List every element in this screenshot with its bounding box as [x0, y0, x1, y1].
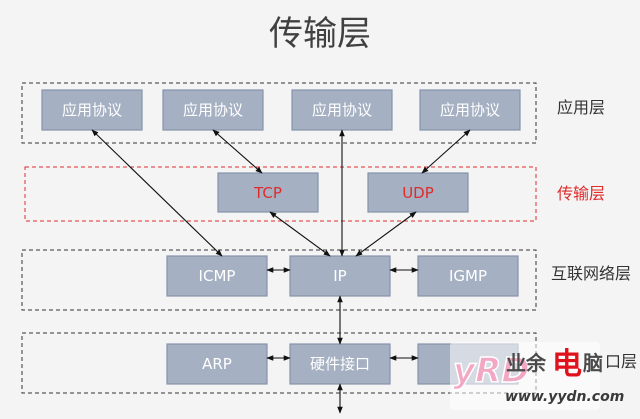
arp-box: ARP — [166, 343, 268, 385]
watermark-brand-a: 业余 — [506, 351, 547, 375]
igmp-label: IGMP — [449, 267, 487, 285]
udp-box: UDP — [367, 172, 469, 213]
app-protocol-label-1: 应用协议 — [62, 101, 122, 119]
watermark-url: www.yydn.com — [505, 389, 624, 405]
app-protocol-label-4: 应用协议 — [440, 101, 500, 119]
tcp-label: TCP — [253, 184, 282, 202]
app-protocol-box-4: 应用协议 — [419, 89, 521, 131]
watermark-brand-c: 脑 — [583, 351, 603, 375]
arrow-app4-udp — [421, 129, 471, 174]
page-title: 传输层 — [269, 14, 371, 54]
transport-layer-label: 传输层 — [557, 184, 605, 203]
hardware-interface-label: 硬件接口 — [310, 355, 370, 373]
icmp-box: ICMP — [166, 255, 268, 297]
link-layer-label: 口层 — [605, 352, 637, 371]
ip-label: IP — [333, 267, 346, 285]
application-layer-label: 应用层 — [557, 98, 605, 117]
arrow-app2-tcp — [212, 129, 263, 174]
icmp-label: ICMP — [199, 267, 236, 285]
arp-label: ARP — [202, 355, 232, 373]
ip-box: IP — [289, 255, 391, 297]
arrow-app1-icmp — [91, 129, 223, 257]
app-protocol-box-2: 应用协议 — [162, 89, 264, 131]
watermark-brand-b: 电 — [552, 347, 582, 382]
internet-layer-label: 互联网络层 — [551, 264, 631, 283]
hardware-interface-box: 硬件接口 — [289, 343, 391, 385]
arrow-udp-ip — [355, 211, 417, 257]
igmp-box: IGMP — [417, 255, 519, 297]
app-protocol-label-2: 应用协议 — [183, 101, 243, 119]
arrow-tcp-ip — [269, 211, 331, 257]
app-protocol-box-1: 应用协议 — [41, 89, 143, 131]
tcp-box: TCP — [217, 172, 319, 213]
app-protocol-label-3: 应用协议 — [312, 101, 372, 119]
watermark: yRD 业余 电 脑 www.yydn.com — [450, 342, 624, 410]
udp-label: UDP — [402, 184, 434, 202]
app-protocol-box-3: 应用协议 — [291, 89, 393, 131]
watermark-logo: yRD — [453, 351, 530, 391]
